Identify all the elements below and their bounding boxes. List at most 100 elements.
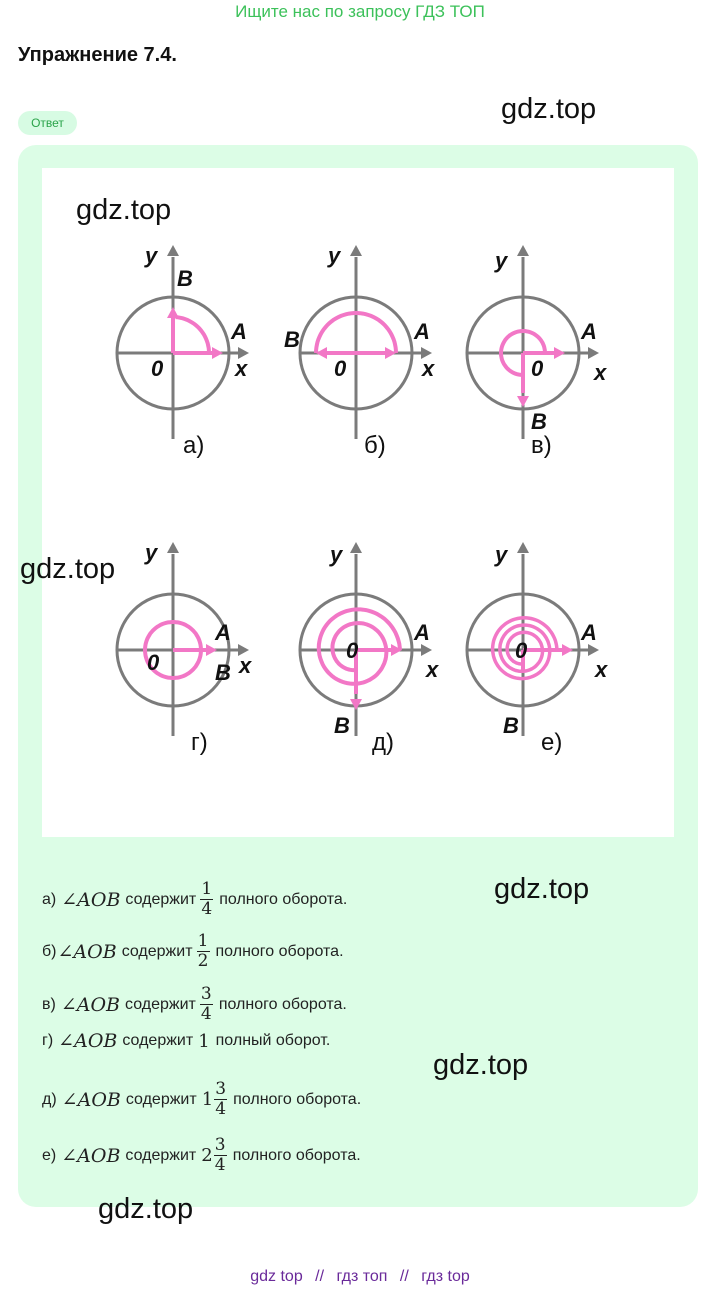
y-axis-arrow — [167, 245, 179, 256]
point-b-label: B — [284, 327, 300, 352]
whole-number: 2 — [201, 1145, 213, 1166]
whole-number: 1 — [201, 1089, 214, 1110]
footer-link-gdz-top-ru[interactable]: гдз топ — [336, 1268, 388, 1285]
rotation-spiral — [316, 607, 402, 686]
y-axis-arrow — [350, 542, 362, 553]
rotation-arc — [142, 620, 203, 680]
ray-a-arrow — [554, 347, 565, 359]
ray-a-arrow — [562, 644, 573, 656]
subfigure-label: г) — [191, 729, 208, 756]
watermark: gdz.top — [501, 93, 597, 125]
answer-row: г) ∠AOB содержит 1 полный оборот. — [42, 1030, 330, 1052]
watermark: gdz.top — [98, 1193, 194, 1225]
exercise-title: Упражнение 7.4. — [18, 44, 177, 66]
origin-label: 0 — [346, 638, 359, 663]
subfigure-label: д) — [372, 729, 394, 756]
fraction-numerator: 3 — [215, 1079, 227, 1099]
x-axis-arrow — [238, 644, 249, 656]
x-axis-label: x — [593, 360, 607, 385]
whole-number: 1 — [198, 1030, 210, 1052]
watermark: gdz.top — [433, 1049, 529, 1081]
answer-suffix: полного оборота. — [233, 1090, 362, 1108]
answer-suffix: полный оборот. — [215, 1032, 331, 1049]
subfigure-label: б) — [364, 432, 386, 459]
angle-name: AOB — [74, 1030, 118, 1052]
point-a-label: A — [214, 620, 231, 645]
answer-suffix: полного оборота. — [215, 942, 344, 960]
origin-label: 0 — [334, 356, 347, 381]
angle-name: AOB — [76, 993, 121, 1016]
origin-label: 0 — [151, 356, 164, 381]
point-b-label: B — [531, 409, 547, 434]
angle-label: ∠AOB — [61, 1088, 121, 1111]
answer-prefix: е) — [42, 1146, 57, 1164]
angle-label: ∠AOB — [58, 1030, 118, 1052]
origin-label: 0 — [515, 638, 528, 663]
rotation-spiral — [490, 616, 559, 681]
ray-a-arrow — [391, 644, 402, 656]
x-axis-label: x — [594, 657, 608, 682]
x-axis-label: x — [234, 356, 248, 381]
point-b-label: B — [177, 266, 193, 291]
footer-separator: // — [315, 1268, 325, 1285]
answer-suffix: полного оборота. — [219, 890, 348, 908]
footer-links: gdz top // гдз топ // гдз top — [0, 1268, 720, 1286]
y-axis-label: y — [144, 243, 159, 268]
point-b-label: B — [503, 713, 519, 738]
fraction-denominator: 4 — [201, 899, 213, 919]
answer-prefix: в) — [42, 995, 56, 1013]
x-axis-arrow — [421, 347, 432, 359]
fraction-numerator: 3 — [200, 984, 212, 1004]
angle-label: ∠AOB — [57, 940, 117, 963]
fraction-numerator: 3 — [214, 1135, 226, 1155]
answer-prefix: д) — [42, 1090, 57, 1108]
ray-b-arrow — [517, 396, 529, 407]
rotation-arc — [499, 329, 547, 377]
point-a-label: A — [230, 319, 247, 344]
y-axis-arrow — [517, 542, 529, 553]
footer-link-gdz-top-mixed[interactable]: гдз top — [421, 1268, 470, 1285]
x-axis-label: x — [425, 657, 439, 682]
watermark: gdz.top — [20, 553, 116, 585]
footer-separator: // — [399, 1268, 409, 1285]
y-axis-label: y — [144, 540, 159, 565]
fraction-denominator: 4 — [215, 1099, 227, 1119]
y-axis-arrow — [167, 542, 179, 553]
y-axis-arrow — [517, 245, 529, 256]
fraction-numerator: 1 — [197, 931, 209, 951]
angle-name: AOB — [73, 940, 117, 963]
ray-b-arrow — [350, 699, 362, 710]
watermark: gdz.top — [494, 873, 590, 905]
origin-label: 0 — [531, 356, 544, 381]
answer-verb: содержит — [125, 1090, 197, 1108]
answer-verb: содержит — [125, 1146, 197, 1164]
y-axis-label: y — [327, 243, 342, 268]
footer-link-gdz-top[interactable]: gdz top — [250, 1268, 303, 1285]
answer-badge[interactable]: Ответ — [18, 111, 77, 135]
x-axis-arrow — [588, 644, 599, 656]
ray-a-arrow — [212, 347, 223, 359]
fraction-denominator: 4 — [214, 1155, 226, 1175]
rotation-arc — [175, 315, 211, 354]
ray-b-arrow — [316, 347, 327, 359]
ray-a-arrow — [385, 347, 396, 359]
y-axis-label: y — [494, 542, 509, 567]
point-a-label: A — [580, 620, 597, 645]
angle-label: ∠AOB — [61, 1144, 121, 1167]
x-axis-label: x — [238, 653, 252, 678]
point-b-label: B — [334, 713, 350, 738]
subfigure-label: в) — [531, 432, 552, 459]
search-banner: Ищите нас по запросу ГДЗ ТОП — [235, 2, 485, 21]
point-b-label: B — [215, 660, 231, 685]
point-a-label: A — [413, 620, 430, 645]
rotation-arc — [314, 311, 398, 354]
